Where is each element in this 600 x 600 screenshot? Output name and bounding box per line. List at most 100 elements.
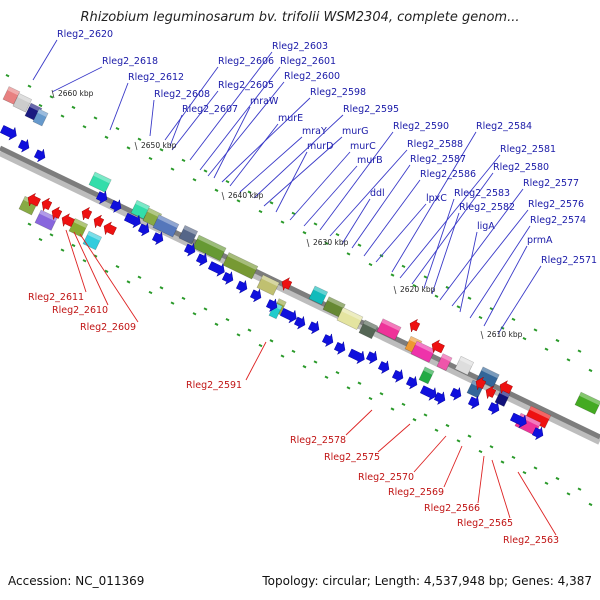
gene-arrows[interactable]: [0, 123, 546, 442]
forward-gene-arrow[interactable]: [487, 400, 502, 417]
forward-gene-label[interactable]: Rleg2_2587: [410, 154, 466, 165]
reverse-gene-label[interactable]: Rleg2_2611: [28, 292, 84, 303]
forward-gene-label[interactable]: mraW: [250, 96, 279, 107]
forward-gene-label[interactable]: Rleg2_2598: [310, 87, 366, 98]
forward-gene-arrow[interactable]: [0, 123, 19, 143]
forward-gene-arrow[interactable]: [509, 410, 529, 430]
forward-gene-label[interactable]: Rleg2_2606: [218, 56, 274, 67]
reverse-gene-label[interactable]: Rleg2_2563: [503, 535, 559, 546]
reverse-gene-label[interactable]: Rleg2_2565: [457, 518, 513, 529]
forward-gene-label[interactable]: Rleg2_2580: [493, 162, 549, 173]
forward-gene-label[interactable]: Rleg2_2612: [128, 72, 184, 83]
forward-gene-label[interactable]: Rleg2_2605: [218, 80, 274, 91]
forward-gene-label[interactable]: Rleg2_2608: [154, 89, 210, 100]
reverse-gene-arrow[interactable]: [25, 191, 42, 209]
forward-gene-arrow[interactable]: [391, 367, 406, 384]
reverse-gene-arrow[interactable]: [483, 384, 497, 401]
forward-gene-arrow[interactable]: [347, 346, 367, 366]
forward-gene-arrow[interactable]: [235, 278, 250, 295]
forward-gene-arrow[interactable]: [433, 390, 448, 407]
reverse-gene-arrow[interactable]: [79, 205, 93, 222]
forward-gene-arrow[interactable]: [279, 306, 299, 326]
forward-gene-label[interactable]: Rleg2_2601: [280, 56, 336, 67]
forward-gene-label[interactable]: Rleg2_2603: [272, 41, 328, 52]
tick-mark: [82, 125, 87, 129]
reverse-gene-label[interactable]: Rleg2_2575: [324, 452, 380, 463]
forward-gene-label[interactable]: Rleg2_2607: [182, 104, 238, 115]
forward-gene-arrow[interactable]: [307, 319, 322, 336]
reverse-gene-arrow[interactable]: [101, 220, 118, 238]
reverse-gene-label[interactable]: Rleg2_2591: [186, 380, 242, 391]
forward-gene-label[interactable]: Rleg2_2590: [393, 121, 449, 132]
reverse-gene-arrow[interactable]: [407, 317, 421, 334]
reverse-gene-label[interactable]: Rleg2_2566: [424, 503, 480, 514]
forward-gene-arrow[interactable]: [365, 349, 380, 366]
forward-gene-arrow[interactable]: [377, 359, 392, 376]
tick-mark: [170, 301, 175, 305]
forward-gene-label[interactable]: murB: [357, 155, 383, 166]
reverse-gene-arrow[interactable]: [497, 379, 514, 397]
forward-gene-label[interactable]: Rleg2_2588: [407, 139, 463, 150]
forward-gene-arrow[interactable]: [249, 287, 264, 304]
forward-gene-label[interactable]: Rleg2_2584: [476, 121, 532, 132]
reverse-gene-arrow[interactable]: [59, 212, 76, 230]
forward-gene-label[interactable]: Rleg2_2581: [500, 144, 556, 155]
forward-gene-arrow[interactable]: [467, 394, 482, 411]
forward-gene-arrow[interactable]: [109, 198, 124, 215]
forward-gene-label[interactable]: Rleg2_2576: [528, 199, 584, 210]
reverse-gene-arrow[interactable]: [49, 205, 63, 222]
forward-gene-label[interactable]: Rleg2_2620: [57, 29, 113, 40]
forward-gene-arrow[interactable]: [207, 259, 227, 279]
forward-gene-label[interactable]: ddl: [370, 188, 385, 199]
forward-gene-label[interactable]: Rleg2_2583: [454, 188, 510, 199]
tick-mark: [478, 315, 483, 320]
forward-gene-arrow[interactable]: [33, 147, 48, 164]
forward-gene-arrow[interactable]: [151, 230, 166, 247]
forward-gene-arrow[interactable]: [265, 297, 280, 314]
forward-gene-label[interactable]: murC: [350, 141, 376, 152]
forward-gene-label[interactable]: lpxC: [426, 193, 447, 204]
forward-gene-arrow[interactable]: [449, 385, 464, 402]
forward-gene-label[interactable]: Rleg2_2586: [420, 169, 476, 180]
forward-gene-arrow[interactable]: [531, 425, 546, 442]
forward-gene-label[interactable]: Rleg2_2595: [343, 104, 399, 115]
forward-gene-label[interactable]: murE: [278, 113, 303, 124]
forward-gene-arrow[interactable]: [137, 221, 152, 238]
tick-mark: [214, 188, 219, 192]
forward-gene-label[interactable]: Rleg2_2600: [284, 71, 340, 82]
forward-gene-label[interactable]: Rleg2_2577: [523, 178, 579, 189]
reverse-gene-arrow[interactable]: [279, 276, 293, 293]
forward-gene-arrow[interactable]: [333, 340, 348, 357]
reverse-gene-arrow[interactable]: [39, 196, 53, 213]
forward-gene-label[interactable]: Rleg2_2618: [102, 56, 158, 67]
forward-gene-arrow[interactable]: [419, 383, 439, 403]
reverse-gene-arrow[interactable]: [429, 338, 446, 356]
map-title: Rhizobium leguminosarum bv. trifolii WSM…: [80, 10, 520, 25]
gene-labels[interactable]: Rleg2_2620Rleg2_2618Rleg2_2612Rleg2_2608…: [28, 29, 597, 546]
reverse-gene-arrow[interactable]: [473, 375, 487, 392]
forward-gene-arrow[interactable]: [221, 270, 236, 287]
forward-gene-arrow[interactable]: [183, 241, 198, 258]
forward-gene-label[interactable]: Rleg2_2582: [459, 202, 515, 213]
forward-gene-label[interactable]: murG: [342, 126, 369, 137]
forward-gene-arrow[interactable]: [17, 137, 32, 154]
reverse-gene-arrow[interactable]: [91, 213, 105, 230]
forward-gene-arrow[interactable]: [195, 251, 210, 268]
forward-gene-label[interactable]: Rleg2_2571: [541, 255, 597, 266]
forward-gene-label[interactable]: murD: [307, 141, 334, 152]
forward-gene-arrow[interactable]: [123, 210, 143, 230]
forward-gene-arrow[interactable]: [95, 189, 110, 206]
reverse-gene-label[interactable]: Rleg2_2610: [52, 305, 108, 316]
forward-gene-label[interactable]: mraY: [302, 126, 327, 137]
forward-gene-arrow[interactable]: [321, 332, 336, 349]
forward-gene-label[interactable]: prmA: [527, 235, 553, 246]
reverse-gene-label[interactable]: Rleg2_2609: [80, 322, 136, 333]
forward-gene-arrow[interactable]: [405, 374, 420, 391]
forward-gene-label[interactable]: ligA: [477, 221, 495, 232]
forward-gene-arrow[interactable]: [293, 314, 308, 331]
forward-gene-label[interactable]: Rleg2_2574: [530, 215, 586, 226]
reverse-gene-label[interactable]: Rleg2_2578: [290, 435, 346, 446]
reverse-gene-label[interactable]: Rleg2_2570: [358, 472, 414, 483]
reverse-gene-label[interactable]: Rleg2_2569: [388, 487, 444, 498]
